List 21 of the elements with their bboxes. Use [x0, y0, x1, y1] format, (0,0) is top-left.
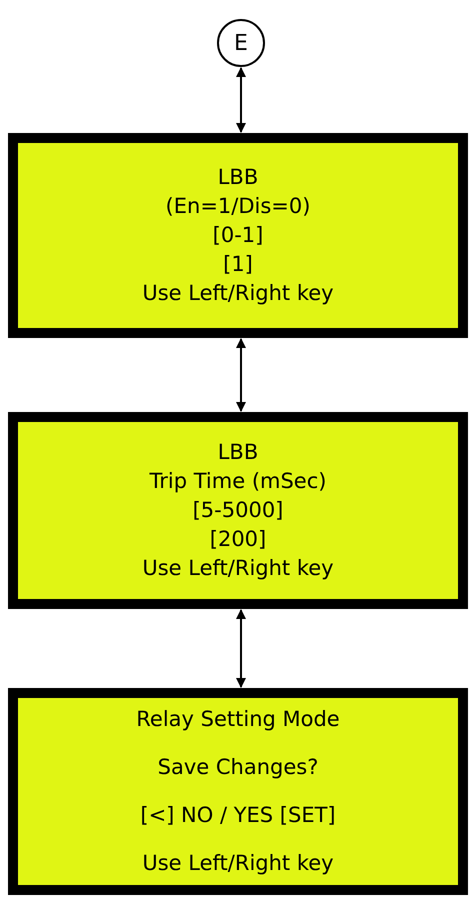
screen-text-line: LBB	[218, 439, 258, 466]
screen-text-line: (En=1/Dis=0)	[166, 193, 310, 220]
screen-text-line: Use Left/Right key	[142, 850, 334, 877]
screen-text-line: [200]	[210, 526, 266, 553]
screen-text-line: [<] NO / YES [SET]	[140, 802, 336, 829]
screen-text-line: LBB	[218, 164, 258, 191]
screen-text-line: Use Left/Right key	[142, 280, 334, 307]
double-arrow	[236, 609, 246, 688]
double-arrow	[236, 67, 246, 133]
connector-label: E	[234, 30, 248, 58]
screen-text-line: Save Changes?	[158, 754, 318, 781]
screen-text-line: Relay Setting Mode	[136, 706, 340, 733]
display-screen-box	[8, 133, 468, 338]
screen-text-line: [1]	[223, 251, 253, 278]
screen-text-line: Trip Time (mSec)	[150, 468, 326, 495]
screen-text-line: [0-1]	[212, 222, 264, 249]
double-arrow	[236, 338, 246, 412]
screen-text-line: [5-5000]	[192, 497, 284, 524]
screen-text-line: Use Left/Right key	[142, 555, 334, 582]
display-screen-box	[8, 688, 468, 895]
display-screen-box	[8, 412, 468, 609]
